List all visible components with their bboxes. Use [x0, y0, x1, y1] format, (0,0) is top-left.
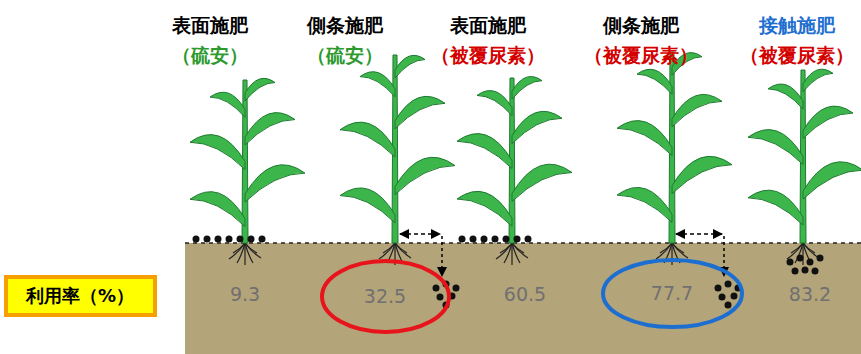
highlight-circle: 32.5 [320, 259, 451, 334]
method-heading: （被覆尿素） [431, 44, 545, 67]
rate-value: 32.5 [364, 285, 406, 308]
method-heading: （硫安） [307, 44, 383, 67]
method-heading: （硫安） [172, 44, 248, 67]
method-heading: 側条施肥 [307, 14, 383, 37]
method-heading: （被覆尿素） [740, 44, 854, 67]
method-heading: 表面施肥 [172, 14, 248, 37]
method-heading: 接触施肥 [759, 14, 835, 37]
rate-label-box: 利用率（%） [4, 275, 157, 317]
corn-plant [748, 69, 861, 265]
corn-plant [190, 78, 305, 265]
rate-value: 77.7 [651, 282, 693, 305]
rate-value: 83.2 [789, 283, 831, 306]
rate-value: 60.5 [504, 283, 546, 306]
method-heading: 側条施肥 [603, 14, 679, 37]
highlight-circle: 77.7 [601, 258, 744, 329]
method-heading: （被覆尿素） [584, 44, 698, 67]
corn-plant [457, 77, 572, 265]
corn-plant [617, 52, 732, 265]
rate-label: 利用率（%） [26, 285, 134, 307]
corn-plant [340, 55, 455, 265]
method-heading: 表面施肥 [450, 14, 526, 37]
soil [185, 243, 861, 354]
soil-surface [185, 242, 861, 244]
plants [190, 52, 861, 265]
rate-value: 9.3 [230, 283, 260, 306]
distance-arrows [400, 234, 724, 276]
